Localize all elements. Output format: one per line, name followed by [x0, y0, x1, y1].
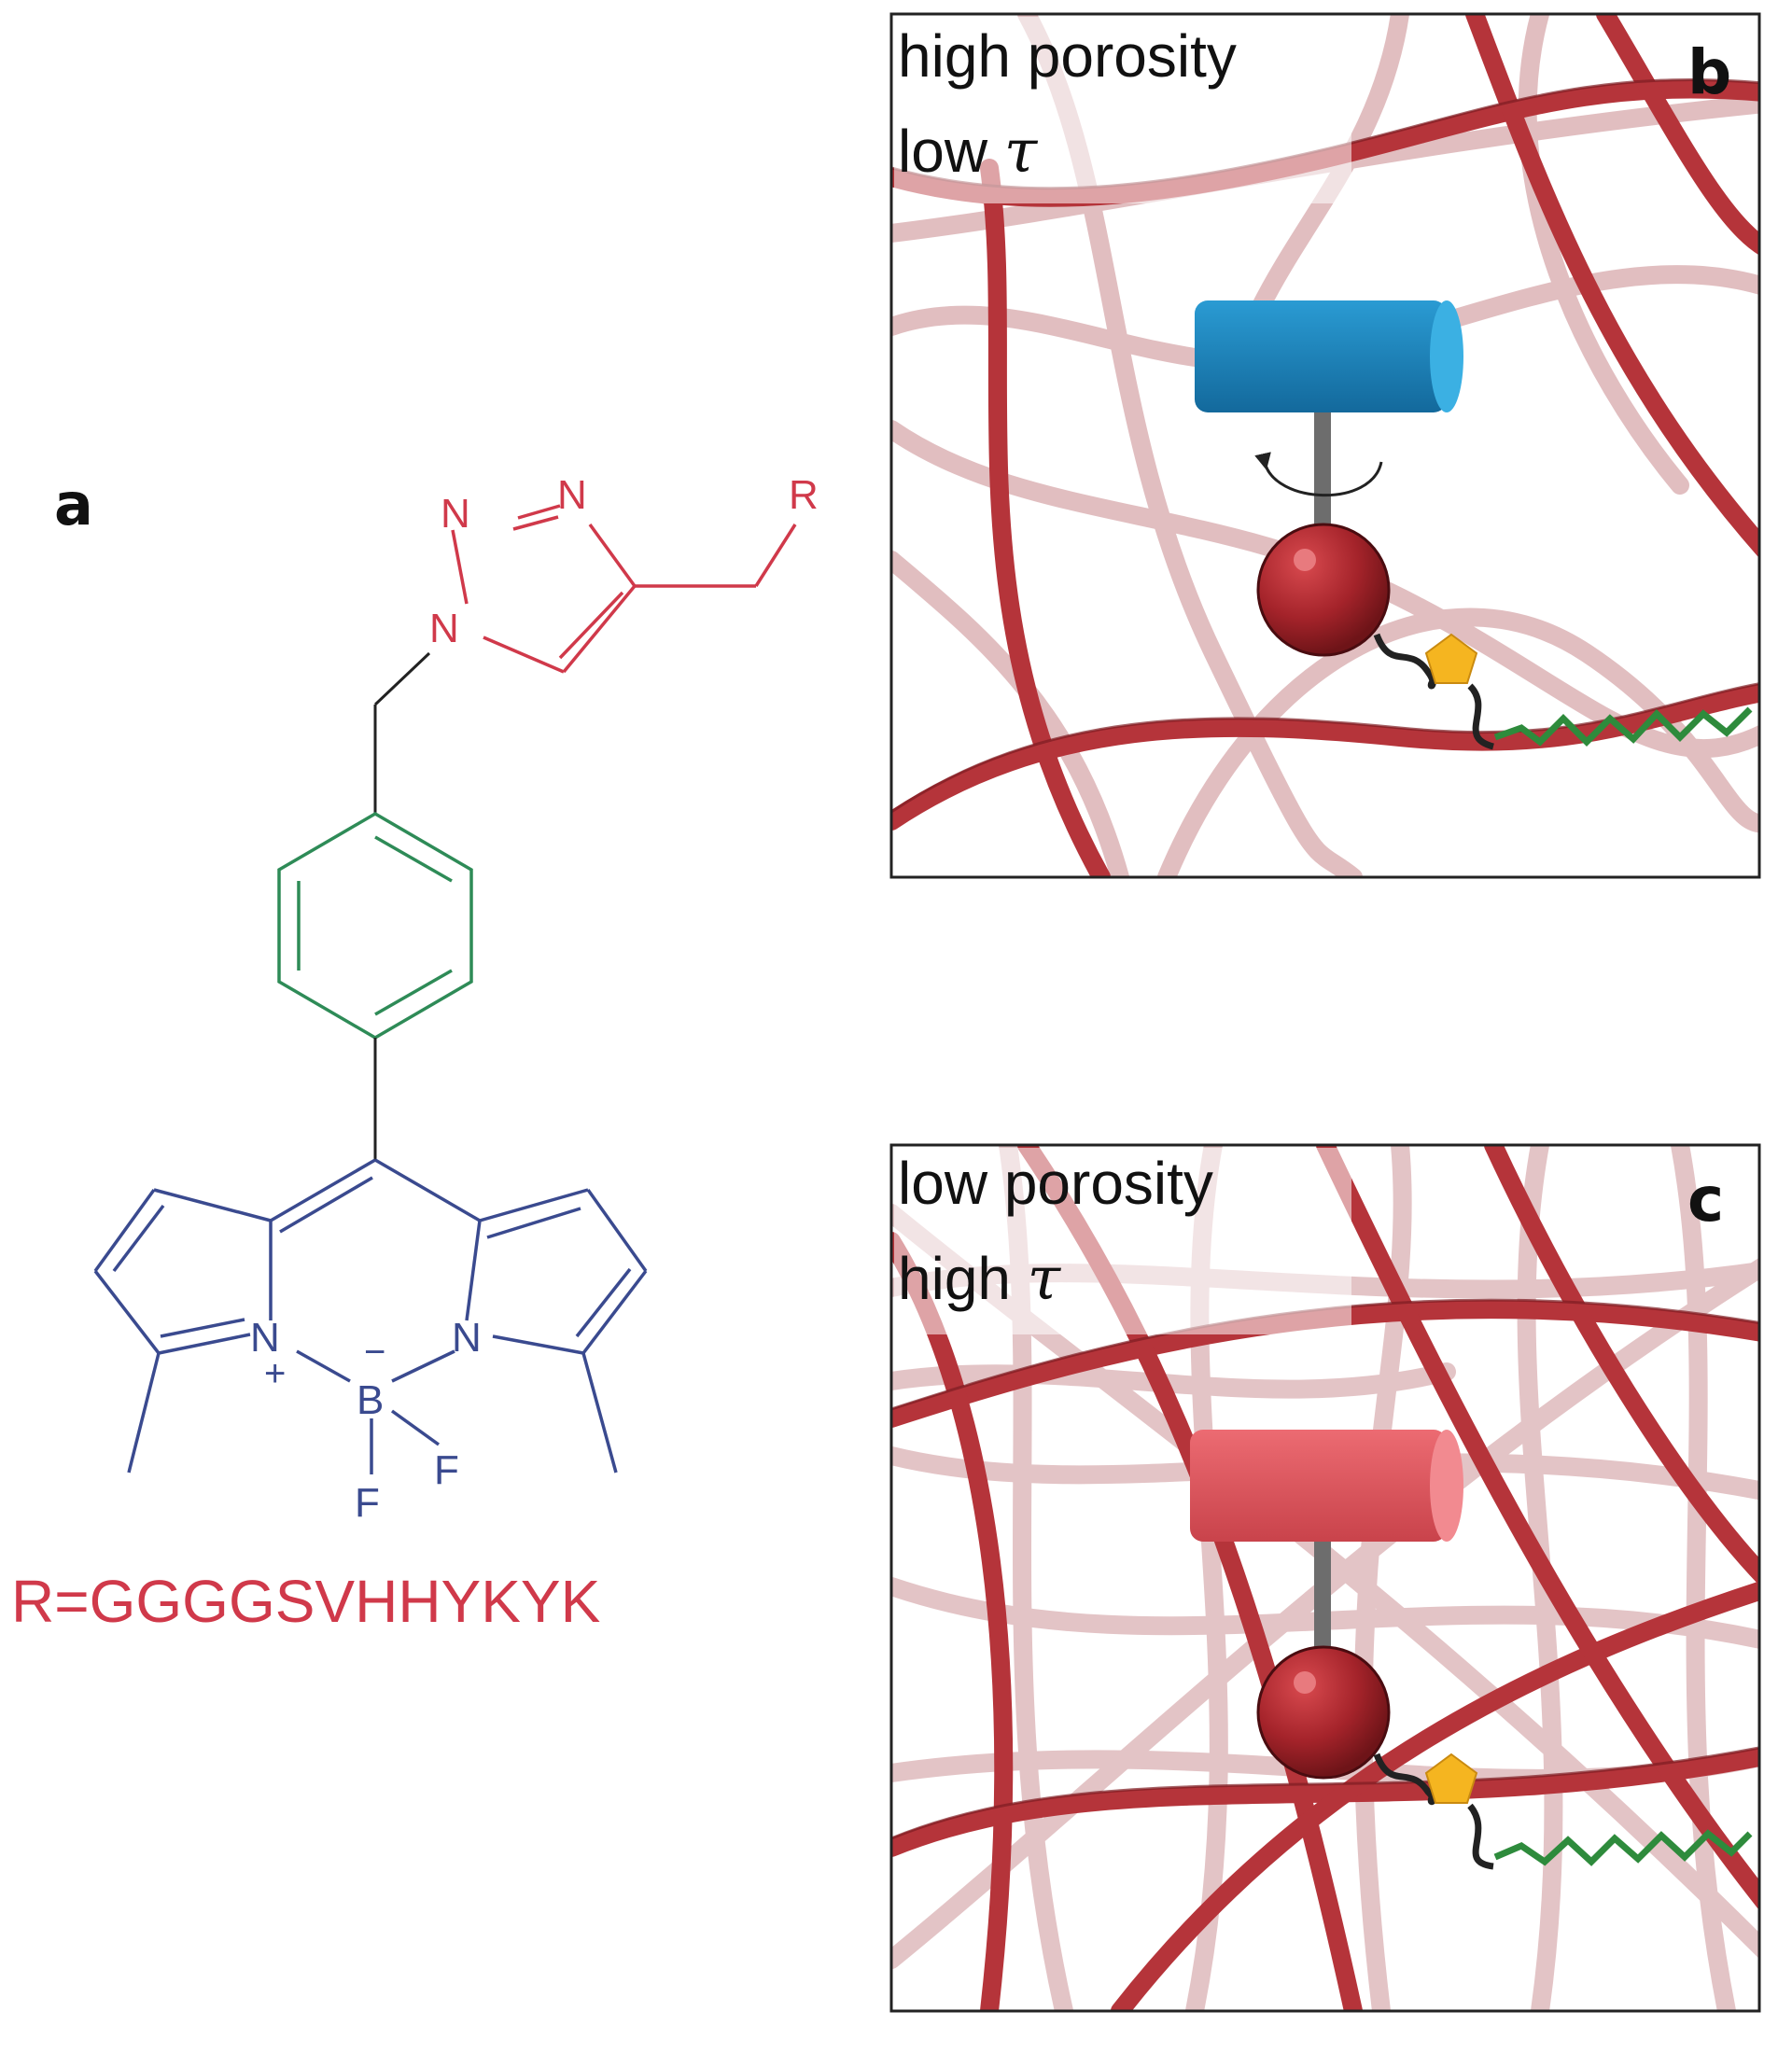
bodipy-core [93, 1158, 648, 1474]
charge-minus: − [364, 1332, 385, 1373]
r-group-definition: R=GGGGSVHHYKYK [11, 1568, 600, 1635]
atom-fluorine-2: F [355, 1480, 380, 1526]
linker-black-1 [1373, 633, 1445, 690]
atom-triazole-n1: N [441, 491, 470, 537]
rotor-cylinder-blue [1195, 300, 1447, 412]
panel-b: high porosity low τ b [889, 12, 1761, 879]
linker-black-1 [1373, 1753, 1445, 1806]
linker-black-2 [1467, 1803, 1494, 1870]
r-group-label: R [789, 472, 819, 518]
panel-c: low porosity high τ c [889, 1143, 1761, 2013]
rotor-cylinder-red [1190, 1430, 1447, 1542]
panel-a: a N N N R [11, 470, 819, 1635]
triazole-group [451, 504, 797, 674]
panel-label-a: a [54, 470, 93, 538]
atom-bodipy-n-right: N [452, 1315, 482, 1361]
panel-label-b: b [1687, 36, 1731, 108]
panel-b-line1: high porosity [898, 22, 1237, 90]
label-backdrop-b [894, 17, 1351, 203]
panel-b-line2: low τ [898, 118, 1039, 187]
atom-bodipy-n-left: N [250, 1315, 280, 1361]
molecular-rotor-c [1190, 1430, 1753, 1870]
peptide-linker-green [1493, 706, 1753, 747]
panel-c-line1: low porosity [898, 1150, 1213, 1217]
peptide-linker-green [1493, 1829, 1753, 1866]
sphere-highlight [1294, 1671, 1316, 1694]
atom-boron: B [357, 1377, 384, 1423]
atom-triazole-n3: N [429, 606, 459, 651]
molecular-rotor-b [1195, 300, 1753, 750]
pentagon-tag [1424, 1753, 1478, 1804]
rotation-arrow [1254, 452, 1383, 497]
phenyl-ring [277, 811, 473, 1040]
panel-c-tau: τ [1028, 1245, 1062, 1314]
panel-c-line2: high τ [898, 1245, 1062, 1314]
panel-c-line2-prefix: high [898, 1245, 1028, 1312]
pentagon-tag [1424, 633, 1478, 684]
fluorophore-sphere [1256, 523, 1391, 657]
rotor-cylinder-cap [1430, 1430, 1463, 1542]
fluorophore-sphere [1256, 1645, 1391, 1780]
panel-c-frame [889, 1143, 1761, 2013]
panel-label-c: c [1687, 1164, 1724, 1236]
panel-b-frame [889, 12, 1761, 879]
linker-black-2 [1467, 683, 1495, 750]
sphere-highlight [1294, 549, 1316, 571]
rotor-cylinder-cap [1430, 300, 1463, 412]
panel-b-tau: τ [1004, 118, 1039, 187]
atom-fluorine-1: F [434, 1447, 459, 1493]
label-backdrop-c [894, 1148, 1351, 1334]
methylene-linker [373, 651, 431, 814]
atom-triazole-n2: N [557, 472, 587, 518]
charge-plus: + [264, 1353, 286, 1394]
panel-b-line2-prefix: low [898, 118, 1004, 185]
